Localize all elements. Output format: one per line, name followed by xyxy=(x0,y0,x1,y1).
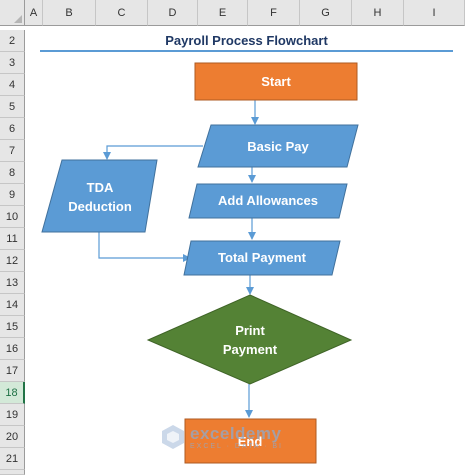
column-header-b[interactable]: B xyxy=(43,0,96,26)
row-header-16[interactable]: 16 xyxy=(0,338,25,360)
row-header-11[interactable]: 11 xyxy=(0,228,25,250)
column-header-e[interactable]: E xyxy=(198,0,248,26)
start-label: Start xyxy=(261,74,291,89)
row-header-3[interactable]: 3 xyxy=(0,52,25,74)
row-header-12[interactable]: 12 xyxy=(0,250,25,272)
end-terminal[interactable] xyxy=(184,418,317,464)
print-payment-decision[interactable] xyxy=(146,294,353,385)
exceldemy-watermark: exceldemy EXCEL · DATA · BI xyxy=(160,424,283,450)
row-header-14[interactable]: 14 xyxy=(0,294,25,316)
exceldemy-logo-icon xyxy=(162,425,184,449)
row-header-6[interactable]: 6 xyxy=(0,118,25,140)
end-label: End xyxy=(238,434,263,449)
column-header-c[interactable]: C xyxy=(96,0,148,26)
row-header-18[interactable]: 18 xyxy=(0,382,25,404)
row-header-5[interactable]: 5 xyxy=(0,96,25,118)
row-header-19[interactable]: 19 xyxy=(0,404,25,426)
total-payment-label: Total Payment xyxy=(218,250,307,265)
tda-label-line2: Deduction xyxy=(68,199,132,214)
title-underline xyxy=(40,50,453,52)
add-allowances-label: Add Allowances xyxy=(218,193,318,208)
connector-basic-pay-tda xyxy=(103,145,203,160)
add-allowances-process[interactable] xyxy=(188,183,348,219)
column-header-a[interactable]: A xyxy=(25,0,43,26)
row-header-10[interactable]: 10 xyxy=(0,206,25,228)
row-header-9[interactable]: 9 xyxy=(0,184,25,206)
total-payment-process[interactable] xyxy=(183,240,341,276)
basic-pay-label: Basic Pay xyxy=(247,139,309,154)
column-header-f[interactable]: F xyxy=(248,0,300,26)
row-header-20[interactable]: 20 xyxy=(0,426,25,448)
column-header-g[interactable]: G xyxy=(300,0,352,26)
column-header-d[interactable]: D xyxy=(148,0,198,26)
row-header-13[interactable]: 13 xyxy=(0,272,25,294)
row-header-4[interactable]: 4 xyxy=(0,74,25,96)
print-label-line2: Payment xyxy=(223,342,278,357)
watermark-name: exceldemy xyxy=(190,423,282,443)
row-header-7[interactable]: 7 xyxy=(0,140,25,162)
column-header-h[interactable]: H xyxy=(352,0,404,26)
row-header-21[interactable]: 21 xyxy=(0,448,25,470)
tda-label-line1: TDA xyxy=(87,180,114,195)
row-header-2[interactable]: 2 xyxy=(0,30,25,52)
watermark-tagline: EXCEL · DATA · BI xyxy=(190,442,283,450)
row-header-17[interactable]: 17 xyxy=(0,360,25,382)
basic-pay-process[interactable] xyxy=(197,124,359,168)
row-header-8[interactable]: 8 xyxy=(0,162,25,184)
select-all-corner[interactable] xyxy=(0,0,25,26)
print-label-line1: Print xyxy=(235,323,265,338)
connector-tda-total xyxy=(98,232,191,262)
flowchart-title: Payroll Process Flowchart xyxy=(165,33,328,48)
tda-deduction-process[interactable] xyxy=(41,159,158,233)
start-terminal[interactable] xyxy=(194,62,358,101)
row-header-15[interactable]: 15 xyxy=(0,316,25,338)
